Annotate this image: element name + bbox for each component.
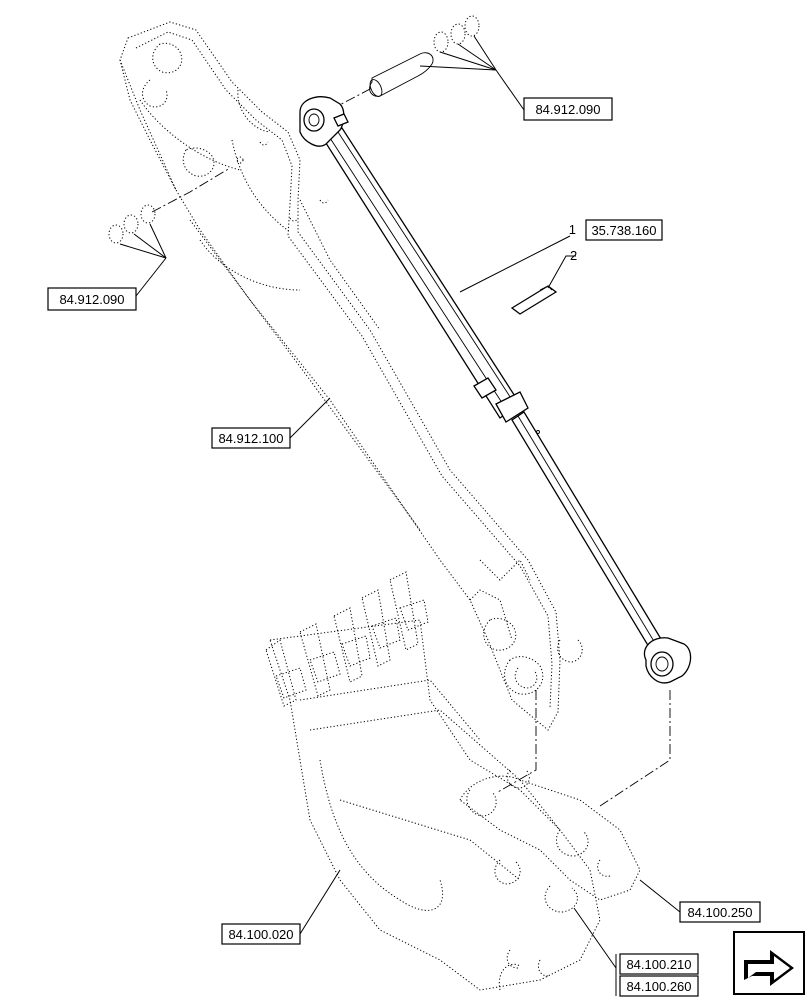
item-number-shim: 2 (570, 248, 577, 263)
back-arrow-icon[interactable] (733, 931, 805, 995)
ref-bucket[interactable]: 84.100.020 (221, 923, 301, 945)
svg-text:84.912.090: 84.912.090 (535, 102, 600, 117)
ref-cylinder[interactable]: 35.738.160 (585, 219, 663, 241)
svg-text:84.100.020: 84.100.020 (228, 927, 293, 942)
ref-pins-top[interactable]: 84.912.090 (523, 97, 613, 121)
item-number-cylinder: 1 (569, 222, 576, 237)
ref-link-b-box[interactable] (619, 975, 699, 997)
rod-eye-centerline (599, 690, 671, 807)
ref-link-a-box[interactable] (619, 953, 699, 975)
svg-text:84.100.250: 84.100.250 (687, 905, 752, 920)
svg-text:84.912.100: 84.912.100 (218, 431, 283, 446)
bucket-outline (265, 571, 641, 991)
svg-text:1: 1 (569, 222, 576, 237)
leader-lines (119, 35, 681, 969)
svg-text:2: 2 (570, 248, 577, 263)
arm-outline (119, 21, 583, 731)
shim-part (510, 285, 558, 315)
hydraulic-cylinder (299, 96, 692, 684)
top-pin-and-rings (329, 15, 480, 111)
ref-pins-left[interactable]: 84.912.090 (47, 287, 137, 311)
left-pin-rings (108, 156, 244, 244)
arm-to-link-centerline (497, 690, 537, 793)
ref-link-group: 84.100.210 84.100.260 (615, 953, 699, 997)
svg-text:35.738.160: 35.738.160 (591, 223, 656, 238)
ref-arm[interactable]: 84.912.100 (211, 427, 291, 449)
ref-link-a[interactable]: 84.100.210 (626, 957, 691, 972)
ref-bucket-linkage[interactable]: 84.100.250 (679, 901, 761, 923)
svg-text:84.912.090: 84.912.090 (59, 292, 124, 307)
ref-link-b[interactable]: 84.100.260 (626, 979, 691, 994)
